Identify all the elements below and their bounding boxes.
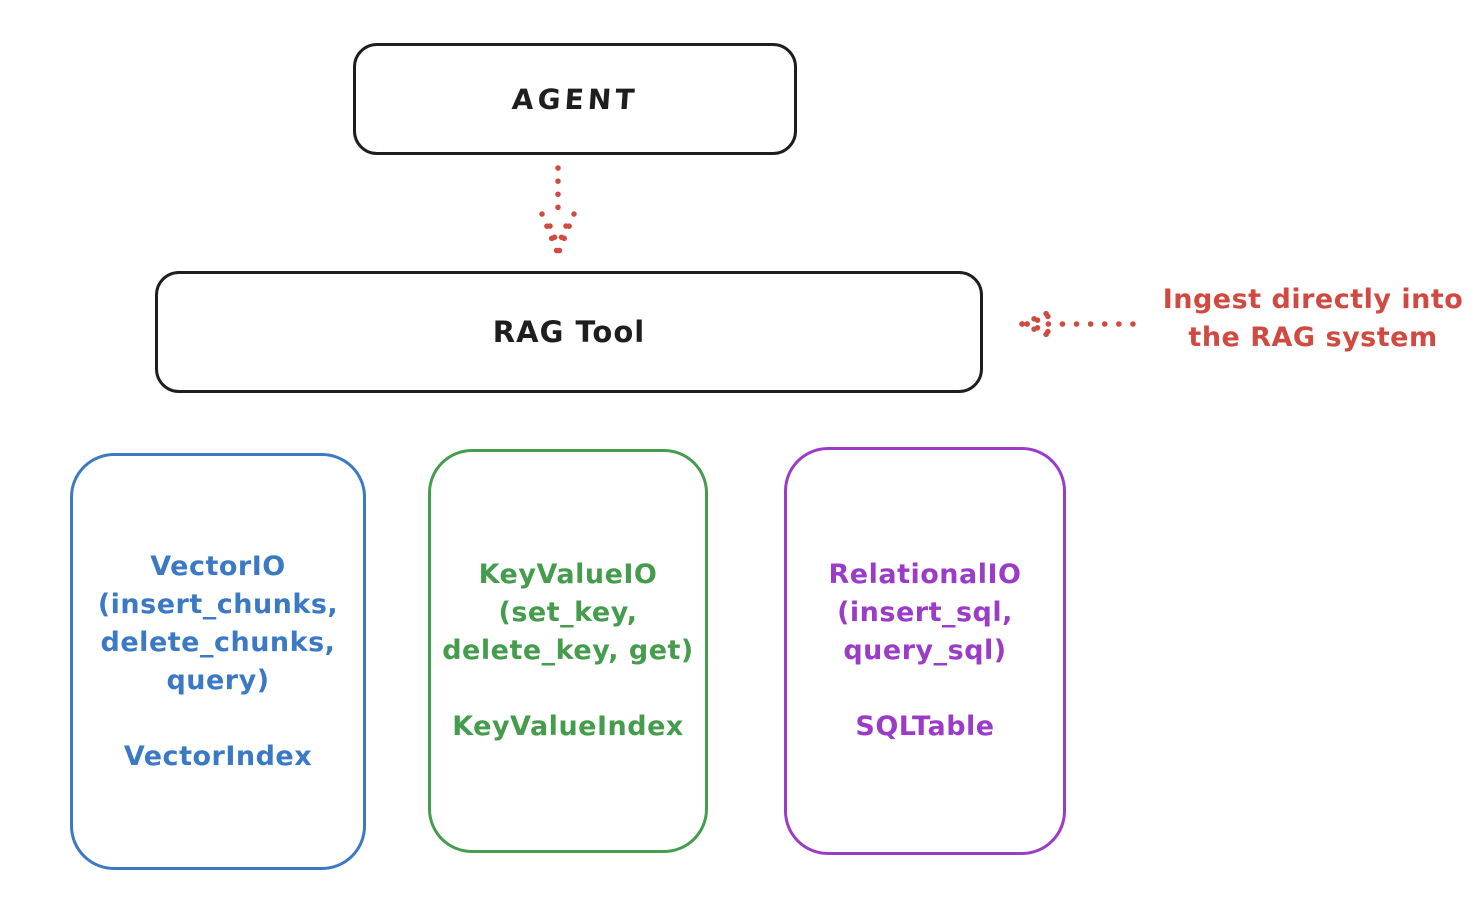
- text-line: query_sql): [843, 635, 1007, 666]
- relational-io-methods: RelationalIO (insert_sql, query_sql): [829, 556, 1022, 670]
- vector-io-box: VectorIO (insert_chunks, delete_chunks,que…: [70, 453, 366, 870]
- annotation-line-1: Ingest directly into: [1162, 284, 1464, 315]
- text-line: (insert_sql,: [837, 597, 1013, 628]
- text-line: (insert_chunks,: [97, 588, 339, 620]
- text-line: delete_key, get): [442, 635, 694, 666]
- relational-io-box: RelationalIO (insert_sql, query_sql) SQLTa…: [784, 447, 1066, 855]
- keyvalue-io-methods: KeyValueIO (set_key, delete_key, get): [442, 556, 694, 670]
- vector-io-index-label: VectorIndex: [123, 740, 313, 772]
- dotted-left-arrow-icon: [1019, 306, 1136, 342]
- text-line: (set_key,: [498, 597, 638, 628]
- vector-io-methods: VectorIO (insert_chunks, delete_chunks,que…: [98, 548, 338, 700]
- annotation-line-2: the RAG system: [1188, 322, 1438, 353]
- keyvalue-io-index-label: KeyValueIndex: [452, 711, 684, 742]
- keyvalue-io-box: KeyValueIO (set_key, delete_key, get) KeyV…: [428, 449, 708, 853]
- dotted-down-arrow-icon: [539, 165, 577, 257]
- relational-io-index-label: SQLTable: [855, 711, 995, 742]
- text-line: KeyValueIO: [478, 559, 658, 590]
- text-line: RelationalIO: [828, 559, 1022, 590]
- ingest-annotation: Ingest directly into the RAG system: [1140, 281, 1484, 357]
- agent-label: AGENT: [510, 82, 640, 116]
- rag-tool-label: RAG Tool: [492, 315, 646, 349]
- text-line: query): [166, 664, 270, 696]
- rag-tool-box: RAG Tool: [155, 271, 983, 393]
- text-line: VectorIO: [150, 550, 286, 582]
- agent-box: AGENT: [353, 43, 797, 155]
- text-line: delete_chunks,: [100, 626, 336, 658]
